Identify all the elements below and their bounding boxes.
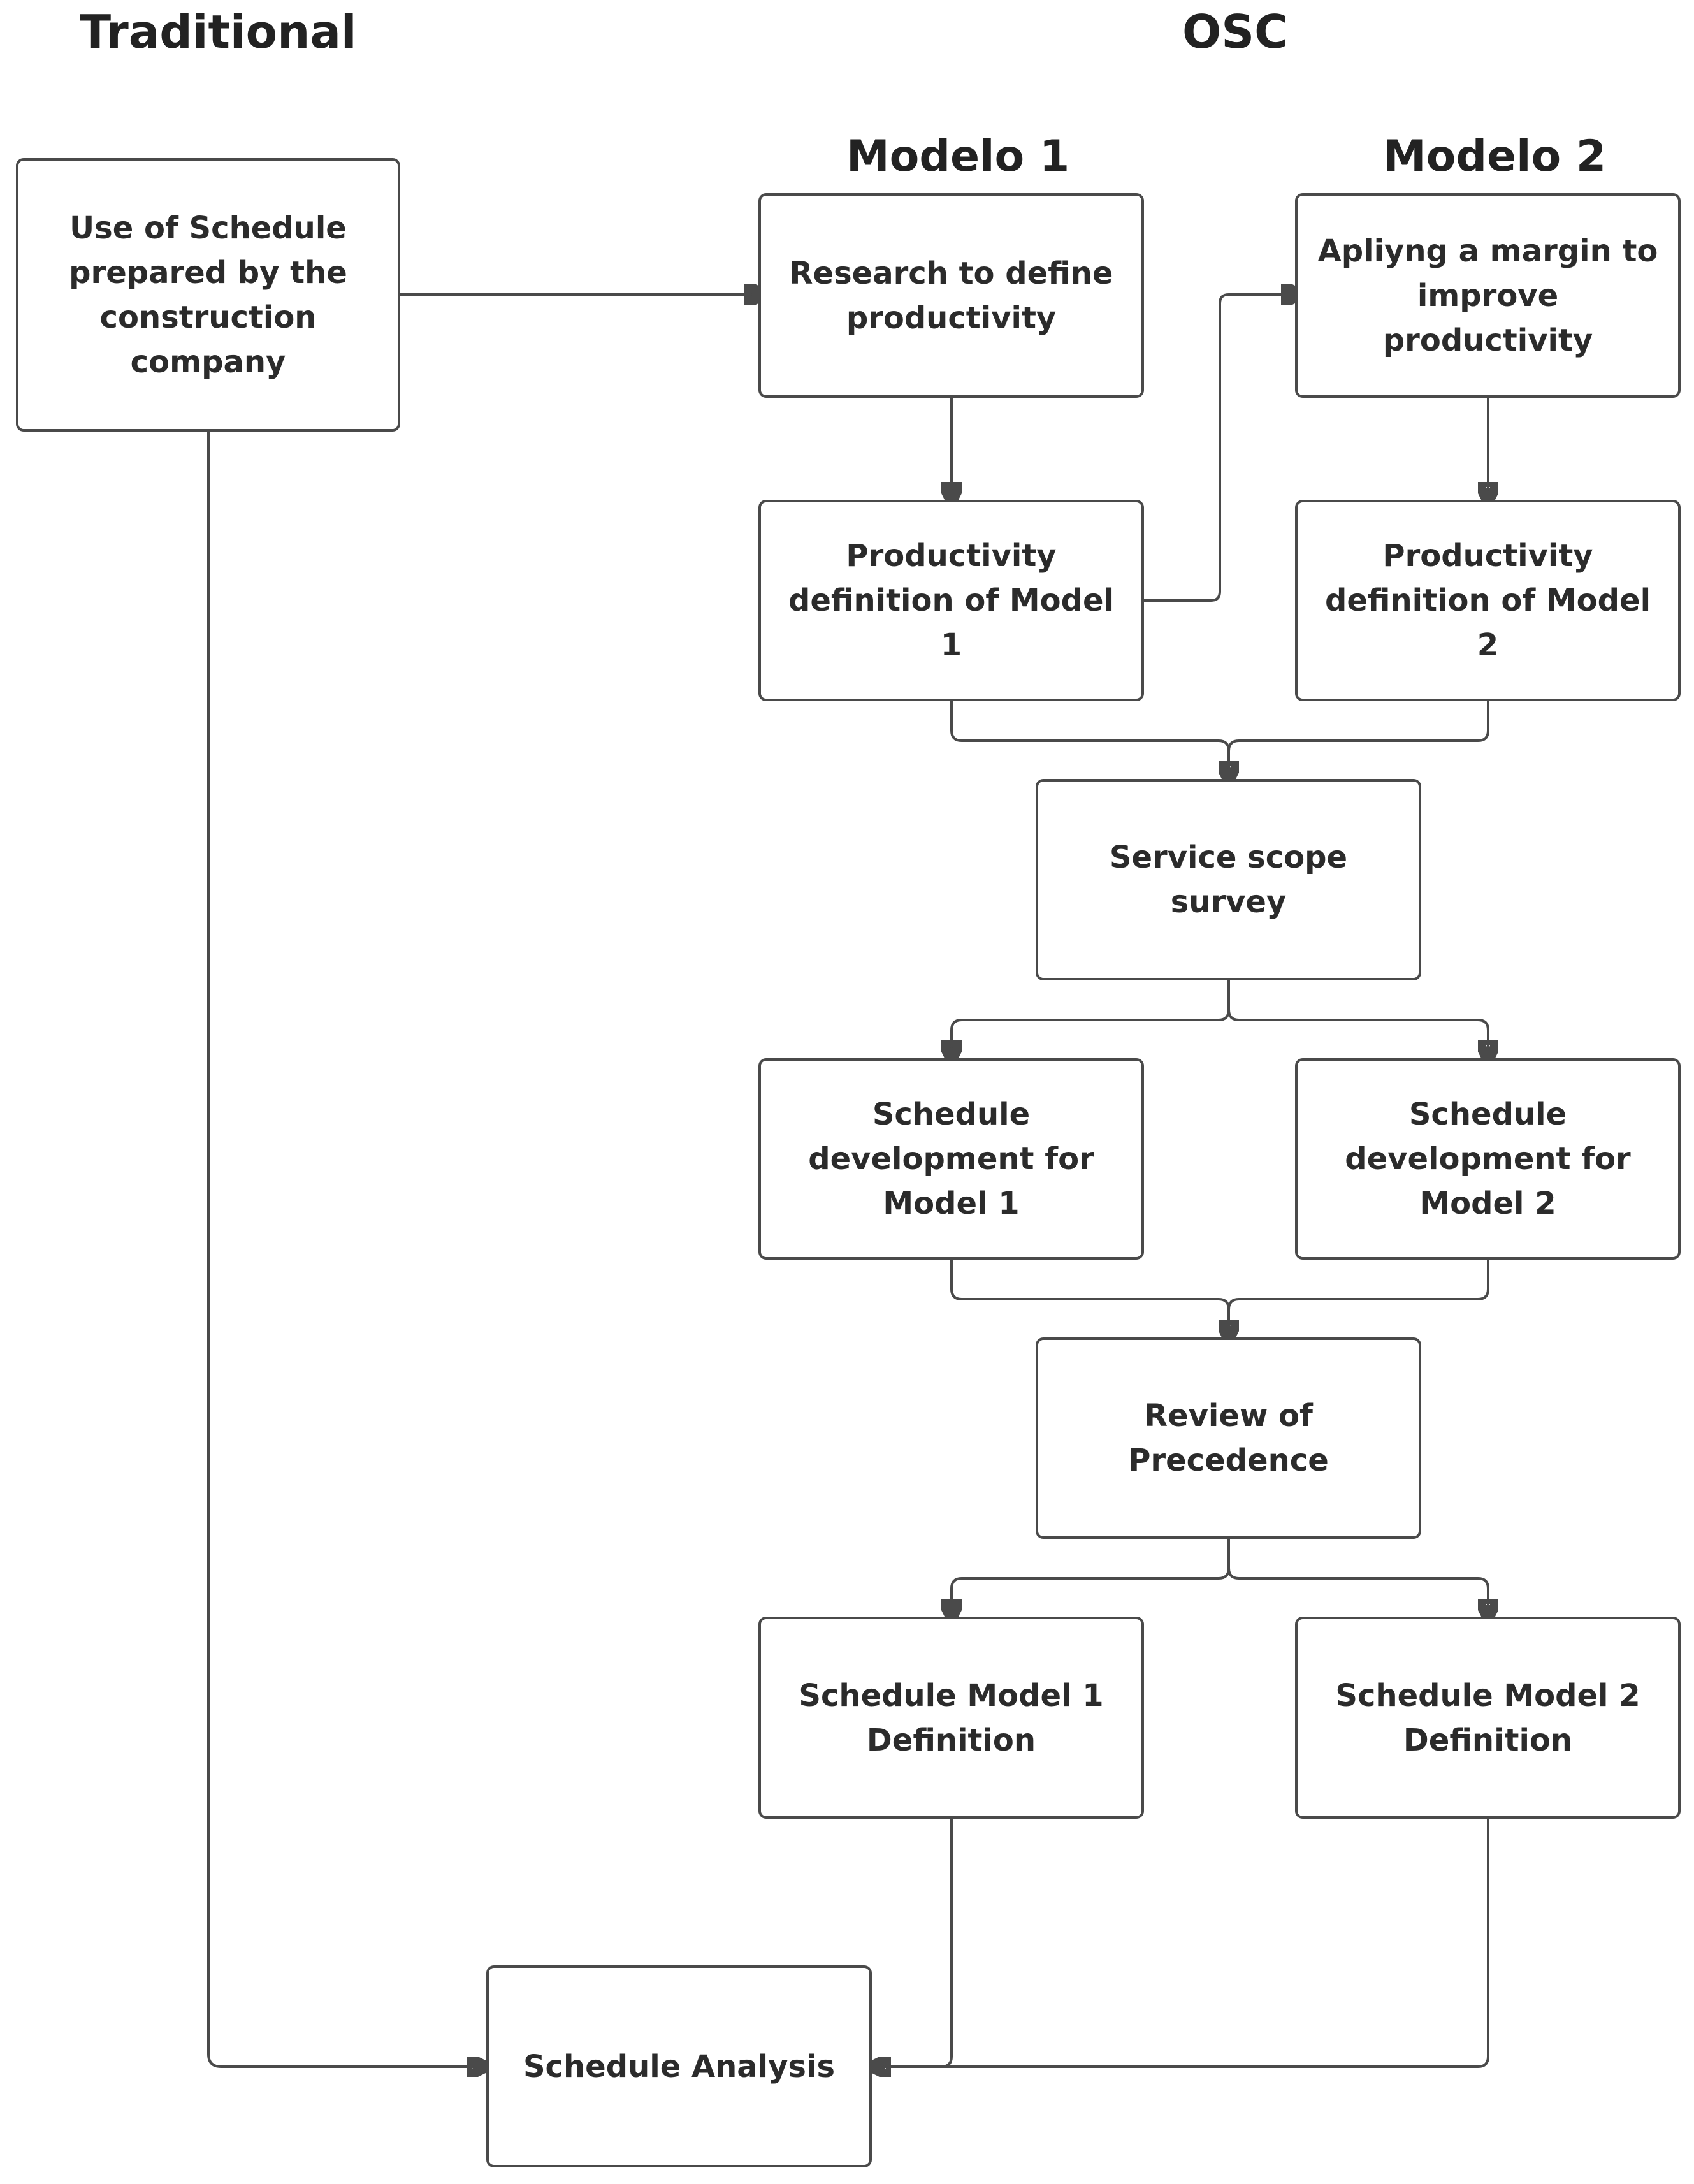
node-label: Productivity definition of Model 2 (1324, 538, 1651, 663)
heading-osc: OSC (1182, 5, 1288, 59)
heading-model-2: Modelo 2 (1383, 131, 1607, 182)
node-service-scope-survey: Service scope survey (1036, 779, 1421, 980)
node-label: Research to define productivity (789, 255, 1113, 336)
node-label: Schedule development for Model 2 (1345, 1096, 1631, 1221)
node-productivity-definition-2: Productivity definition of Model 2 (1295, 500, 1681, 701)
node-research-productivity: Research to define productivity (758, 193, 1144, 398)
arrow-proddef1-to-scope (950, 701, 1229, 779)
arrow-scheddev1-to-review (950, 1260, 1229, 1337)
arrow-proddef1-to-margin (1143, 295, 1299, 602)
arrow-scope-to-scheddev2 (1227, 980, 1488, 1058)
arrow-scheddev2-to-review (1229, 1260, 1489, 1337)
node-label: Apliyng a margin to improve productivity (1317, 233, 1658, 358)
node-review-of-precedence: Review of Precedence (1036, 1337, 1421, 1539)
node-use-of-schedule: Use of Schedule prepared by the construc… (16, 158, 400, 432)
arrow-proddef2-to-scope (1229, 701, 1489, 779)
node-label: Schedule Model 2 Definition (1335, 1677, 1640, 1758)
arrow-scope-to-scheddev1 (952, 980, 1230, 1058)
node-schedule-development-1: Schedule development for Model 1 (758, 1058, 1144, 1260)
node-label: Use of Schedule prepared by the construc… (69, 210, 347, 380)
node-label: Productivity definition of Model 1 (788, 538, 1115, 663)
node-applying-margin: Apliyng a margin to improve productivity (1295, 193, 1681, 398)
heading-traditional: Traditional (80, 5, 357, 59)
arrow-schedmodel1-to-analysis (873, 1819, 953, 2067)
node-label: Schedule Analysis (523, 2048, 836, 2085)
arrow-use-to-analysis (207, 432, 484, 2067)
arrow-review-to-schedmodel2 (1227, 1539, 1488, 1617)
node-label: Schedule Model 1 Definition (799, 1677, 1104, 1758)
heading-model-1: Modelo 1 (846, 131, 1070, 182)
node-schedule-development-2: Schedule development for Model 2 (1295, 1058, 1681, 1260)
node-schedule-model-1-definition: Schedule Model 1 Definition (758, 1617, 1144, 1819)
node-label: Service scope survey (1109, 840, 1348, 920)
arrow-review-to-schedmodel1 (952, 1539, 1230, 1617)
node-schedule-model-2-definition: Schedule Model 2 Definition (1295, 1617, 1681, 1819)
arrow-schedmodel2-to-analysis (873, 1819, 1489, 2067)
node-label: Schedule development for Model 1 (808, 1096, 1094, 1221)
node-productivity-definition-1: Productivity definition of Model 1 (758, 500, 1144, 701)
node-label: Review of Precedence (1128, 1398, 1329, 1478)
node-schedule-analysis: Schedule Analysis (486, 1965, 872, 2167)
